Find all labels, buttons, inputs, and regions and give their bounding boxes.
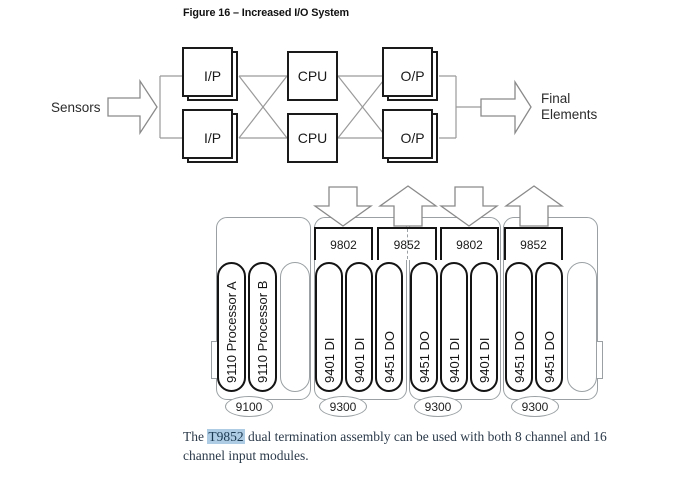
block-op-1: O/P bbox=[382, 47, 438, 101]
block-label: O/P bbox=[400, 130, 425, 146]
rack-boundary-dashed-line bbox=[407, 229, 408, 259]
module-label: 9451 DO bbox=[511, 330, 527, 383]
caption-text: The bbox=[183, 429, 208, 444]
module-processor-a: 9110 Processor A bbox=[217, 262, 246, 392]
final-elements-line1: Final bbox=[541, 91, 571, 106]
termination-label: 9852 bbox=[393, 237, 421, 252]
termination-assembly-9802: 9802 bbox=[440, 227, 499, 260]
module-label: 9451 DO bbox=[541, 330, 557, 383]
block-ip-1: I/P bbox=[182, 47, 238, 101]
figure-title: Figure 16 – Increased I/O System bbox=[183, 7, 350, 19]
module-9451-do: 9451 DO bbox=[535, 262, 563, 392]
module-processor-b: 9110 Processor B bbox=[248, 262, 277, 392]
module-label: 9401 DI bbox=[446, 337, 462, 383]
termination-label: 9802 bbox=[330, 237, 357, 252]
caption-text: dual termination assembly can be used wi… bbox=[244, 429, 607, 444]
block-label: I/P bbox=[203, 130, 222, 146]
sensors-label: Sensors bbox=[51, 100, 101, 115]
rack-id-ellipse: 9300 bbox=[319, 396, 367, 417]
rack-id-ellipse: 9300 bbox=[511, 396, 559, 417]
block-cpu-1: CPU bbox=[287, 51, 338, 101]
caption-text-line2: channel input modules. bbox=[183, 447, 309, 463]
module-9401-di: 9401 DI bbox=[345, 262, 373, 392]
caption-highlight-t9852: T9852 bbox=[207, 429, 245, 444]
termination-assembly-9802: 9802 bbox=[314, 227, 373, 260]
rack-id-ellipse: 9100 bbox=[225, 396, 273, 417]
block-ip-2: I/P bbox=[182, 109, 238, 163]
block-label: O/P bbox=[400, 68, 425, 84]
final-elements-label: Final Elements bbox=[541, 91, 597, 122]
module-empty-slot bbox=[567, 262, 597, 392]
termination-assembly-9852: 9852 bbox=[504, 227, 563, 260]
module-9401-di: 9401 DI bbox=[315, 262, 343, 392]
final-elements-output-arrow-icon bbox=[480, 79, 532, 136]
module-label: 9110 Processor B bbox=[255, 280, 270, 383]
rack-id-label: 9300 bbox=[329, 399, 357, 414]
rack-id-label: 9300 bbox=[424, 399, 452, 414]
block-label: I/P bbox=[203, 68, 222, 84]
rack-id-ellipse: 9300 bbox=[414, 396, 462, 417]
rack-id-label: 9300 bbox=[521, 399, 549, 414]
block-op-2: O/P bbox=[382, 109, 438, 163]
module-9451-do: 9451 DO bbox=[410, 262, 438, 392]
block-label: CPU bbox=[297, 68, 328, 84]
module-label: 9401 DI bbox=[476, 337, 492, 383]
figure-caption: The T9852 dual termination assembly can … bbox=[183, 428, 633, 465]
termination-label: 9852 bbox=[520, 237, 547, 252]
module-9401-di: 9401 DI bbox=[440, 262, 468, 392]
rack-id-label: 9100 bbox=[235, 399, 263, 414]
module-label: 9401 DI bbox=[321, 337, 337, 383]
module-9451-do: 9451 DO bbox=[375, 262, 403, 392]
module-empty-slot bbox=[280, 262, 310, 392]
module-label: 9110 Processor A bbox=[224, 281, 239, 383]
module-9401-di: 9401 DI bbox=[470, 262, 498, 392]
module-9451-do: 9451 DO bbox=[505, 262, 533, 392]
block-cpu-2: CPU bbox=[287, 113, 338, 163]
sensors-input-arrow-icon bbox=[107, 78, 158, 136]
module-label: 9451 DO bbox=[381, 330, 397, 383]
final-elements-line2: Elements bbox=[541, 106, 598, 122]
module-label: 9451 DO bbox=[416, 330, 432, 383]
block-label: CPU bbox=[297, 130, 328, 146]
termination-label: 9802 bbox=[456, 237, 483, 252]
module-label: 9401 DI bbox=[351, 337, 367, 383]
